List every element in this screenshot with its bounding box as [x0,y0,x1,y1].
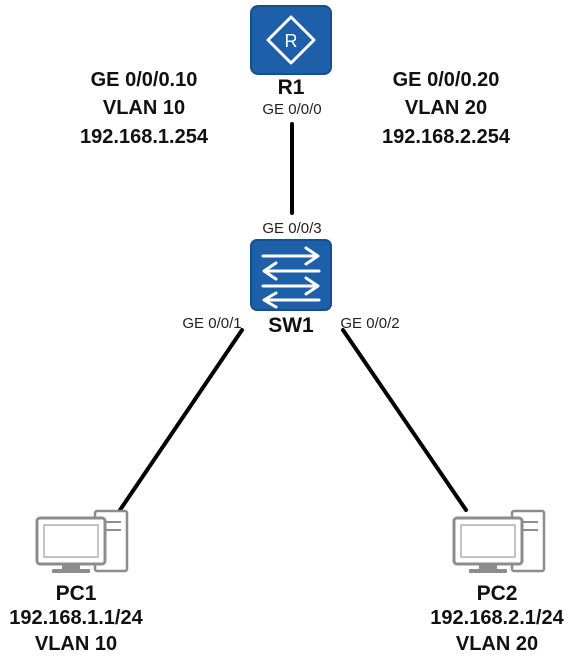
r1-subinterface-right: GE 0/0/0.20 VLAN 20 192.168.2.254 [382,69,511,148]
subif-left-interface: GE 0/0/0.10 [91,69,198,91]
subif-right-vlan: VLAN 20 [405,97,487,119]
router-icon: R [250,5,332,75]
sw1-port-left-label: GE 0/0/1 [182,315,241,332]
sw1-port-up-label: GE 0/0/3 [262,220,321,237]
link-sw1-pc1 [118,328,244,512]
r1-name-label: R1 [278,76,305,99]
subif-left-ip: 192.168.1.254 [80,126,209,148]
router-r1[interactable]: R R1 GE 0/0/0 [250,5,332,118]
pc-icon [452,509,546,573]
pc1-vlan-label: VLAN 10 [35,633,117,655]
pc2-vlan-label: VLAN 20 [456,633,538,655]
pc2-ip-label: 192.168.2.1/24 [430,607,564,629]
pc1-name-label: PC1 [56,582,97,605]
subif-right-ip: 192.168.2.254 [382,126,511,148]
subif-left-vlan: VLAN 10 [103,97,185,119]
pc-icon [35,509,129,573]
sw1-name-label: SW1 [268,314,314,337]
switch-icon [250,239,332,311]
svg-text:R: R [285,31,298,51]
pc1-ip-label: 192.168.1.1/24 [9,607,143,629]
link-sw1-pc2 [341,328,468,512]
pc2-name-label: PC2 [477,582,518,605]
pc-pc2[interactable]: PC2 192.168.2.1/24 VLAN 20 [430,509,565,655]
r1-port-label: GE 0/0/0 [262,101,321,118]
sw1-port-right-label: GE 0/0/2 [340,315,399,332]
pc-pc1[interactable]: PC1 192.168.1.1/24 VLAN 10 [9,509,144,655]
switch-sw1[interactable]: GE 0/0/3 SW1 GE 0/0/1 GE 0/0/2 [182,220,399,337]
r1-subinterface-left: GE 0/0/0.10 VLAN 10 192.168.1.254 [80,69,209,148]
subif-right-interface: GE 0/0/0.20 [393,69,500,91]
